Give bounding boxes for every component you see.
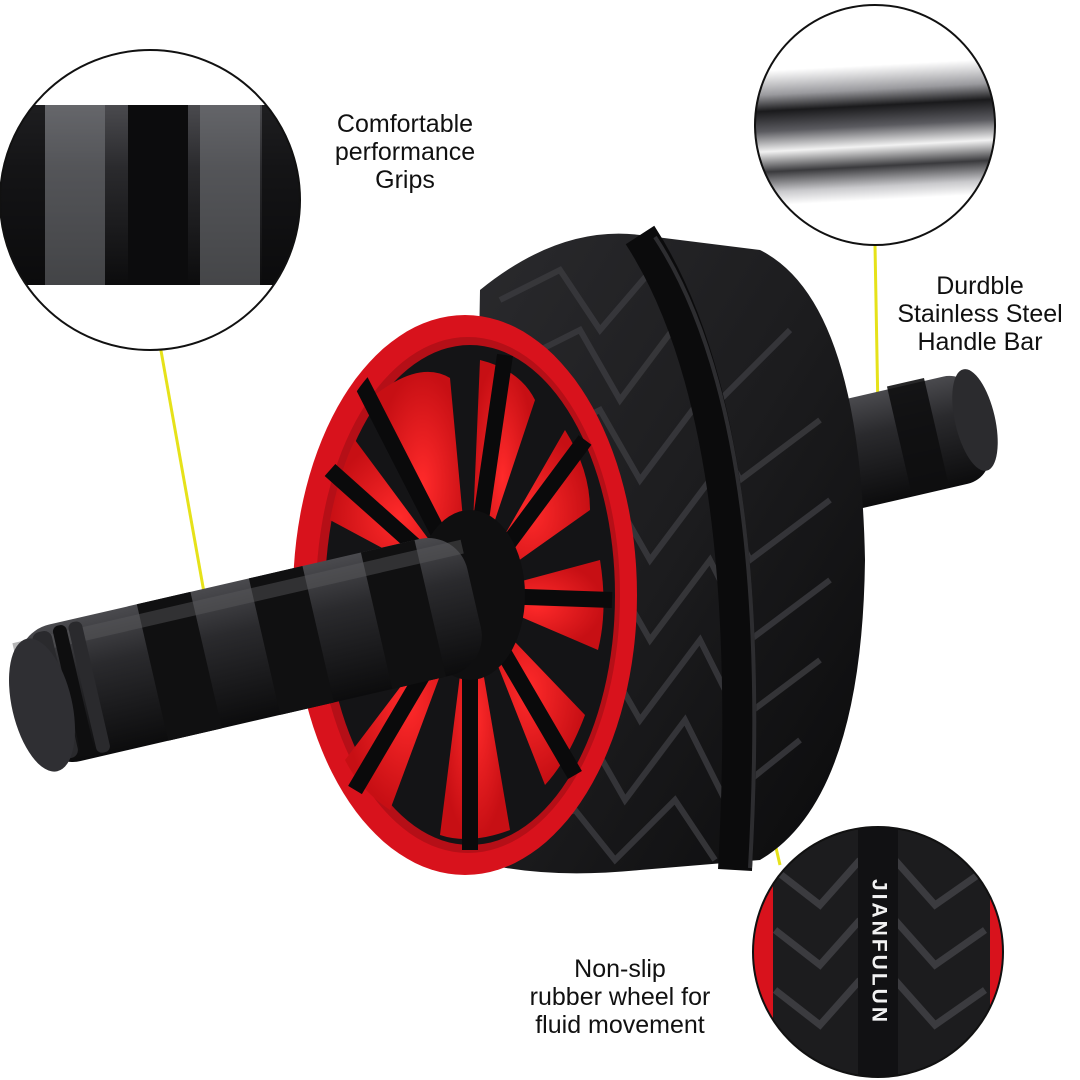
handle-bar-callout-line1: Durdble (936, 272, 1024, 300)
left-handle (9, 538, 482, 772)
tread-closeup-circle: JIANFULUN (752, 826, 1004, 1078)
steel-closeup-circle (754, 4, 996, 246)
grips-callout-label: Comfortable performance Grips (300, 110, 510, 194)
grips-callout-line1: Comfortable (336, 110, 474, 138)
handle-bar-callout-line3: Handle Bar (917, 328, 1043, 356)
grips-callout-line3: Grips (375, 166, 435, 194)
wheel-callout-line3: fluid movement (535, 1011, 705, 1039)
brand-wordmark: JIANFULUN (867, 879, 890, 1025)
grips-callout-line2: performance (334, 138, 476, 166)
handle-bar-callout-line2: Stainless Steel (897, 300, 1063, 328)
wheel-callout-line1: Non-slip (574, 955, 666, 983)
handle-bar-callout-label: Durdble Stainless Steel Handle Bar (880, 272, 1080, 356)
wheel (293, 225, 865, 875)
grip-closeup-circle (0, 49, 301, 351)
wheel-callout-label: Non-slip rubber wheel for fluid movement (500, 955, 740, 1039)
wheel-callout-line2: rubber wheel for (529, 983, 711, 1011)
